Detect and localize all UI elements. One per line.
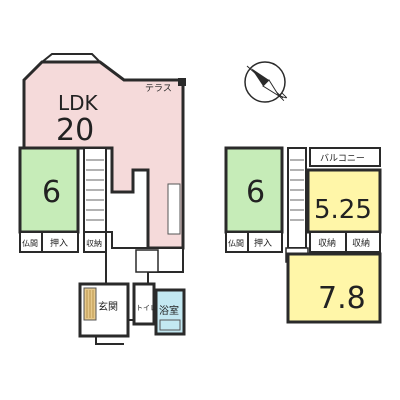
shuno-2f-b-label: 収納: [352, 237, 370, 249]
bathroom-label: 浴室: [159, 304, 179, 317]
oshiire-1f-label: 押入: [50, 237, 68, 249]
terrace-post: [178, 78, 186, 86]
genkan-label: 玄関: [98, 300, 118, 313]
compass-icon: N: [244, 61, 290, 104]
toilet-label: トイレ: [136, 304, 157, 312]
second-floor: バルコニー 5.25 仏間 押入 収納 収納 7.8 6: [224, 146, 382, 324]
toilet-room: [132, 282, 156, 326]
bathtub: [159, 319, 181, 331]
shuno-2f-a-label: 収納: [318, 237, 336, 249]
balcony-label: バルコニー: [320, 153, 365, 164]
ldk-label: LDK: [58, 91, 99, 115]
ldk-size: 20: [56, 113, 94, 148]
washitsu-2f: [224, 146, 284, 234]
shuno-2f-b: [345, 231, 381, 253]
compass-needle-tail: [262, 79, 280, 97]
bedroom-a-size: 5.25: [314, 195, 372, 225]
oshiire-2f-label: 押入: [254, 237, 272, 249]
bay-window: [41, 53, 101, 63]
washitsu-2f-size: 6: [246, 175, 265, 210]
bedroom-b-size: 7.8: [318, 281, 366, 316]
oshiire-2f: [247, 231, 283, 253]
compass-north-label: N: [278, 92, 290, 104]
entrance-step: [95, 336, 124, 345]
washitsu-1f: [18, 146, 80, 234]
balcony: [309, 147, 381, 167]
butsuma-2f-label: 仏間: [228, 239, 244, 248]
kitchen-counter: [167, 183, 181, 235]
butsuma-1f-label: 仏間: [22, 239, 38, 248]
oshiire-1f: [41, 231, 79, 253]
bedroom-b: [286, 252, 382, 324]
washitsu-1f-size: 6: [42, 175, 61, 210]
stairs-2f: [287, 147, 307, 249]
terrace-label: テラス: [145, 83, 172, 94]
shuno-1f-label: 収納: [86, 238, 102, 248]
wash-room: [135, 249, 159, 273]
bedroom-a: [306, 168, 382, 234]
compass-needle: [251, 68, 269, 86]
first-floor: テラス 仏間 押入 収納 玄関 ト: [18, 53, 186, 345]
bathroom: [154, 288, 186, 336]
